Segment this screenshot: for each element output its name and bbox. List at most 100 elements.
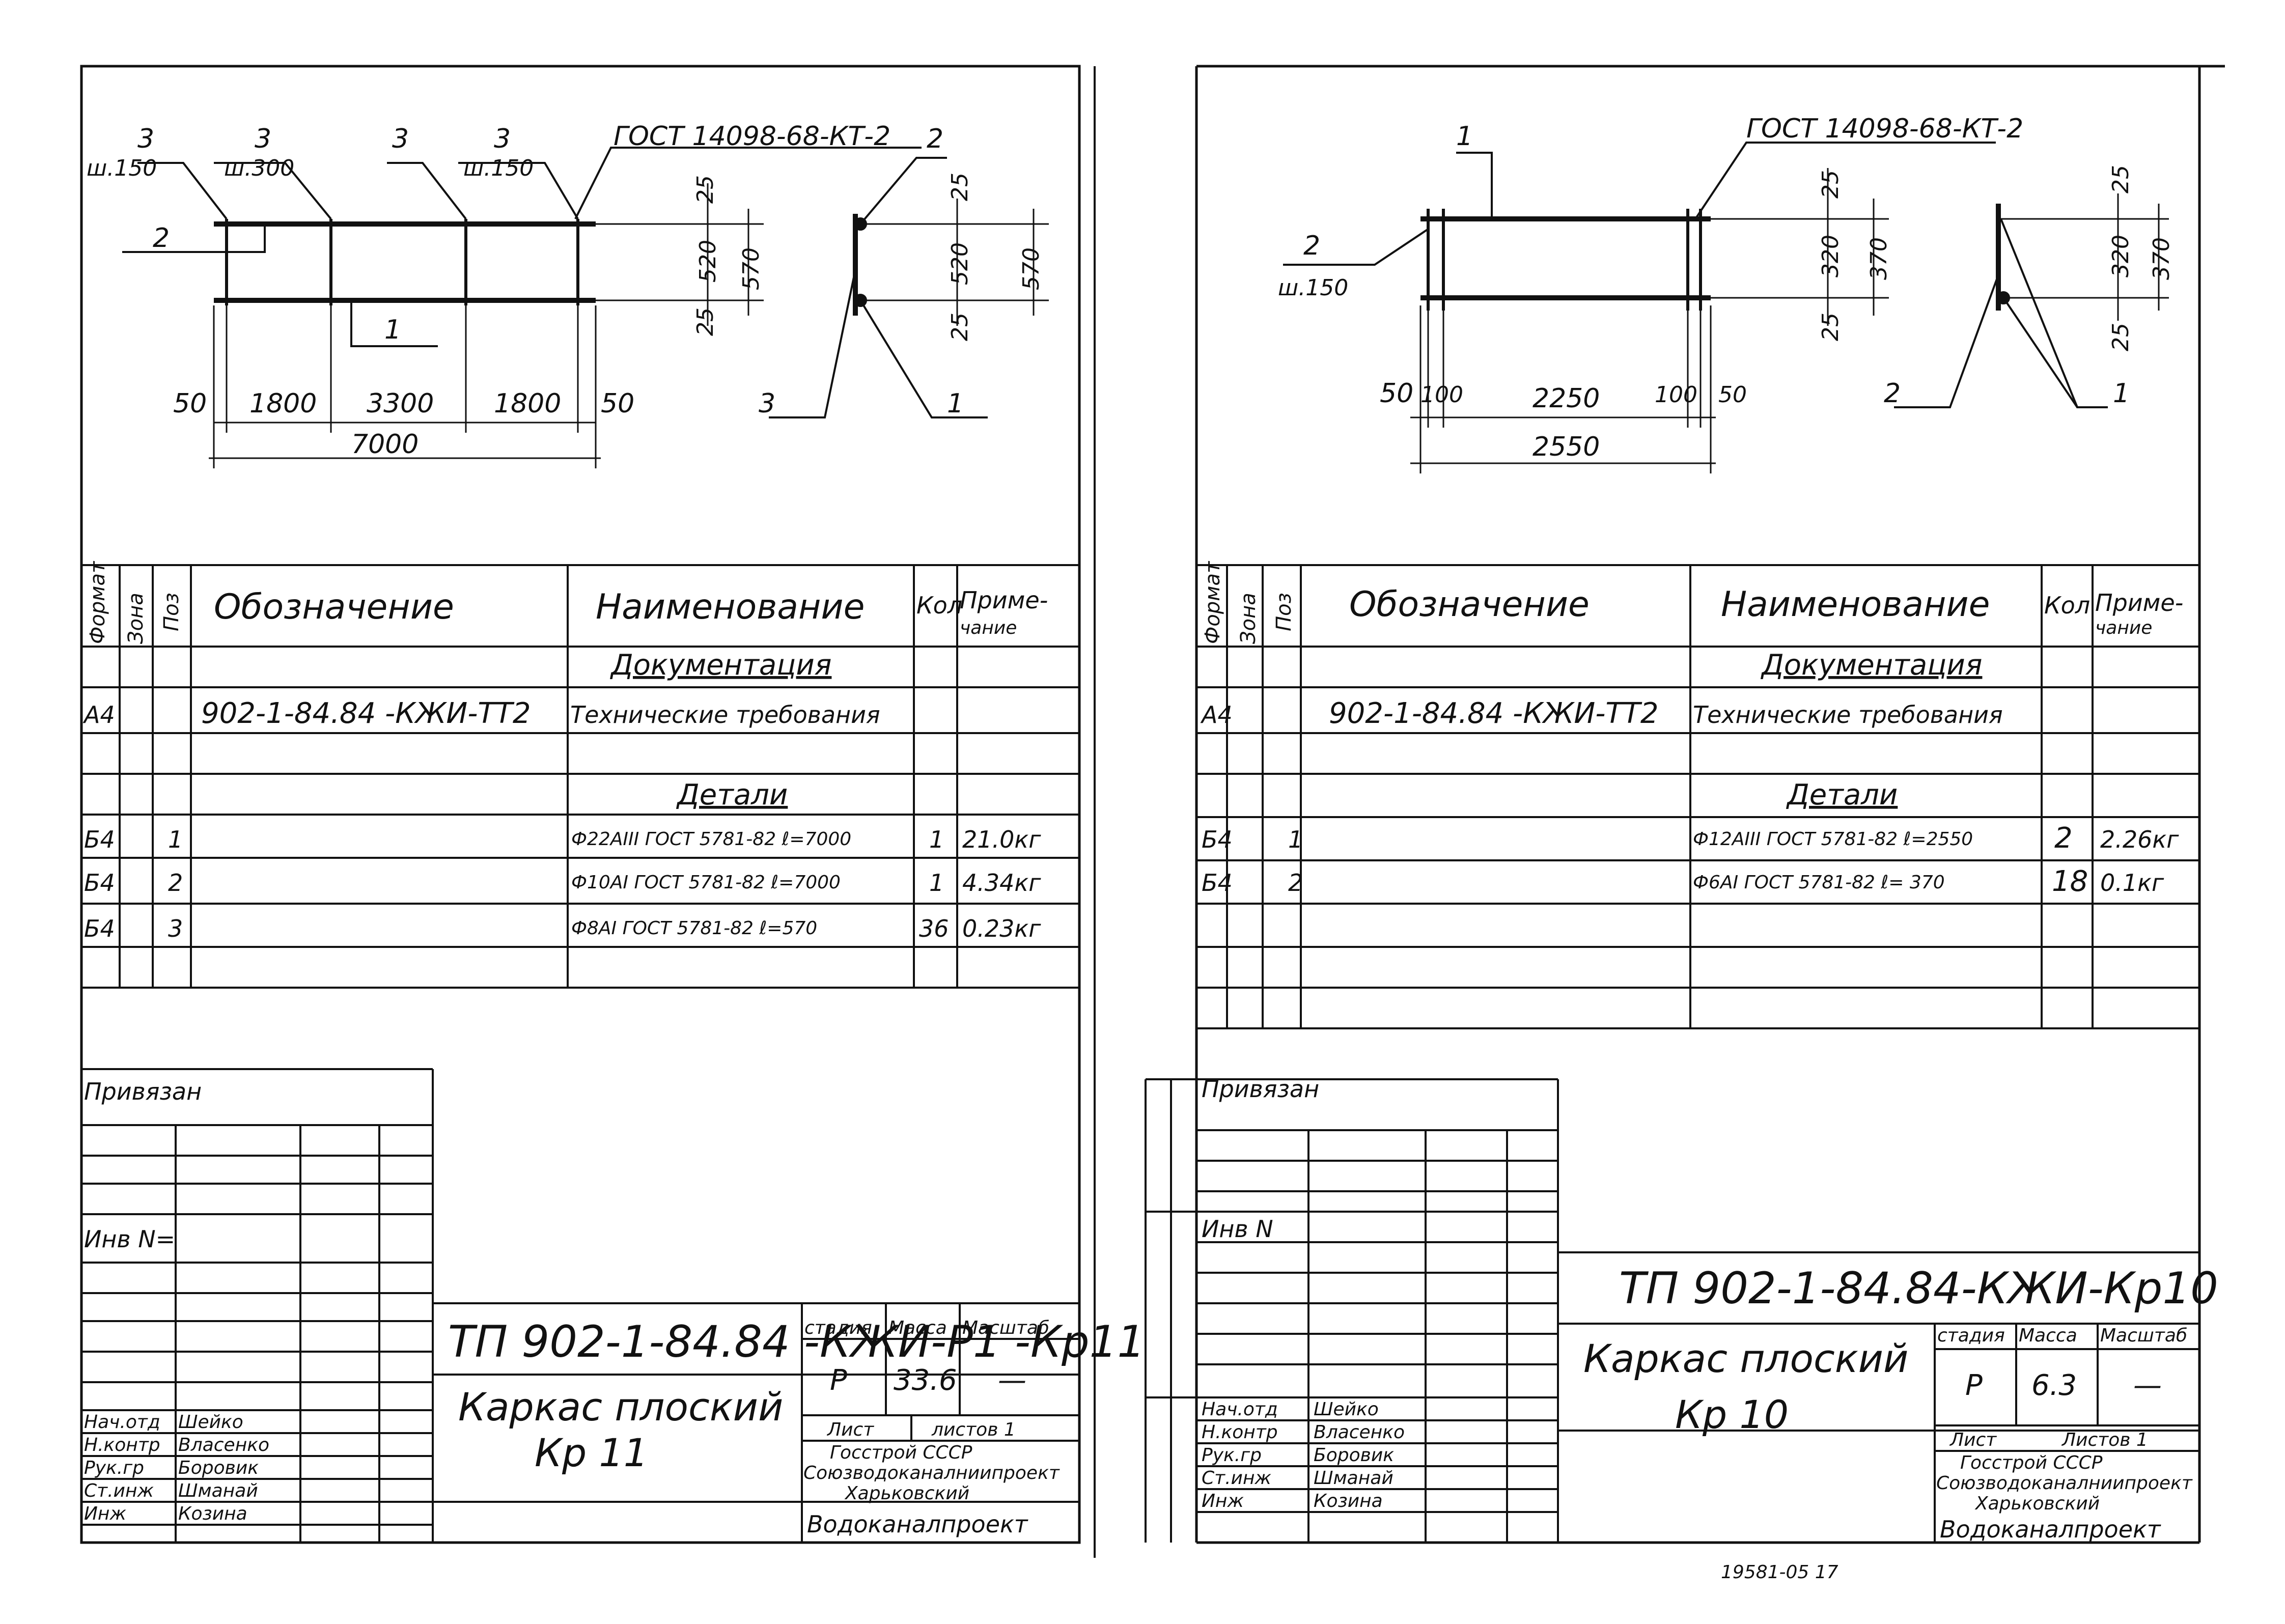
right-scale-header: Масштаб [2100,1325,2187,1346]
right-dim-100a: 100 [1420,382,1463,408]
right-row1-pos: 1 [1288,826,1303,853]
left-privyazan-label: Привязан [84,1078,202,1105]
left-row3-name: Ф8АI ГОСТ 5781-82 ℓ=570 [571,918,817,939]
right-row1-format: Б4 [1202,826,1233,853]
left-callout-1: 3 [137,124,154,154]
right-role-5: Инж [1202,1491,1244,1511]
left-row3-pos: 3 [168,915,183,942]
left-org-2: Союзводоканалниипроект [803,1463,1060,1483]
left-role-5: Инж [84,1503,126,1524]
left-callout-bar1: 1 [384,315,401,345]
right-name-3: Боровик [1314,1445,1394,1466]
right-doc-format: А4 [1200,701,1233,729]
right-title-line2: Кр 10 [1675,1392,1789,1437]
right-role-2: Н.контр [1202,1422,1278,1443]
right-callout-2: 2 [1303,231,1320,261]
left-col-note-2: чание [960,618,1017,638]
left-doc-name: Технические требования [570,701,880,729]
left-stamp [81,1068,1079,1543]
right-sheets-label: Листов 1 [2061,1430,2148,1450]
left-col-name: Наименование [596,587,865,627]
left-frame [80,65,1081,1544]
right-dim-100b: 100 [1655,382,1697,408]
left-row3-note: 0.23кг [962,915,1041,942]
left-dim-570: 570 [738,247,764,290]
right-callout-1: 1 [1456,121,1473,152]
right-org-2: Союзводоканалниипроект [1936,1473,2193,1494]
right-dim-25-top: 25 [1818,170,1844,199]
right-spec-row: Б4 1 Ф12АIII ГОСТ 5781-82 ℓ=2550 2 2.26к… [1202,822,2179,855]
left-section-dim-570: 570 [1018,247,1044,290]
right-mass-header: Масса [2019,1325,2077,1346]
right-row2-pos: 2 [1288,869,1303,897]
left-section-dim-25-bottom: 25 [947,313,973,341]
right-gost-label: ГОСТ 14098-68-КТ-2 [1746,114,2023,144]
left-doc-designation: 902-1-84.84 -КЖИ-ТТ2 [201,697,531,730]
right-elevation [1283,142,1996,473]
right-section-dim-320: 320 [2108,235,2134,277]
left-callout-2: 3 [255,124,271,154]
left-section-parts: Детали [676,778,788,811]
right-doc-designation: 902-1-84.84 -КЖИ-ТТ2 [1329,697,1658,730]
right-row1-note: 2.26кг [2100,826,2179,853]
left-name-1: Шейко [178,1412,243,1433]
right-inv-label: Инв N [1202,1215,1273,1243]
left-mass-value: 33.6 [894,1364,957,1397]
right-name-1: Шейко [1314,1399,1379,1420]
right-col-zone: Зона [1237,593,1260,644]
left-spec-row: Б4 1 Ф22АIII ГОСТ 5781-82 ℓ=7000 1 21.0к… [84,826,1041,853]
left-spec-table [81,564,1079,989]
left-name-5: Козина [178,1503,247,1524]
left-dim-520: 520 [695,240,721,283]
left-col-zone: Зона [124,593,148,644]
right-stage-value: Р [1965,1369,1983,1402]
right-name-2: Власенко [1314,1422,1405,1443]
left-callout-1-spacing: ш.150 [87,155,157,181]
left-callout-3: 3 [392,124,409,154]
right-row1-qty: 2 [2054,822,2073,855]
right-row2-format: Б4 [1202,869,1233,897]
right-role-4: Ст.инж [1202,1468,1271,1489]
left-dim-50b: 50 [601,388,634,419]
right-org-1: Госстрой СССР [1960,1452,2103,1473]
left-col-pos: Поз [160,593,183,631]
right-section-parts: Детали [1786,778,1898,811]
left-row1-pos: 1 [168,826,183,853]
left-callout-4: 3 [494,124,511,154]
left-dim-25-top: 25 [692,175,718,204]
right-dim-370: 370 [1866,237,1892,280]
left-section-dim-25-top: 25 [947,173,973,201]
right-privyazan-label: Привязан [1202,1075,1319,1103]
right-doc-name: Технические требования [1693,701,2003,729]
left-row2-note: 4.34кг [962,869,1041,897]
left-callout-4-spacing: ш.150 [463,155,534,181]
right-dim-25-bottom: 25 [1818,313,1844,341]
right-col-note-2: чание [2095,618,2152,638]
left-role-1: Нач.отд [84,1412,160,1433]
right-name-4: Шманай [1314,1468,1394,1489]
right-org-4: Водоканалпроект [1940,1516,2161,1543]
left-dim-total: 7000 [351,429,419,460]
left-col-qty: Кол [916,592,962,619]
left-row2-name: Ф10АI ГОСТ 5781-82 ℓ=7000 [571,872,841,893]
left-section-callout-3: 3 [759,388,775,419]
left-callout-bar2: 2 [153,223,170,254]
left-section-dim-520: 520 [947,242,973,285]
left-col-note-1: Приме- [960,586,1048,614]
left-section-callout-1: 1 [947,388,964,419]
left-dim-1800b: 1800 [494,388,561,419]
right-col-format: Формат [1201,561,1224,644]
left-sheet-label: Лист [826,1419,874,1440]
left-scale-header: Масштаб [962,1318,1049,1338]
left-stage-header: стадия [804,1318,872,1338]
left-title-line2: Кр 11 [535,1430,648,1475]
right-col-name: Наименование [1721,584,1990,625]
right-col-qty: Кол [2044,592,2090,619]
right-row2-qty: 18 [2052,865,2088,898]
right-role-1: Нач.отд [1202,1399,1278,1420]
left-section [769,157,1049,418]
left-org-1: Госстрой СССР [830,1442,972,1463]
left-sheets-label: листов 1 [931,1419,1016,1440]
left-row2-pos: 2 [168,869,183,897]
